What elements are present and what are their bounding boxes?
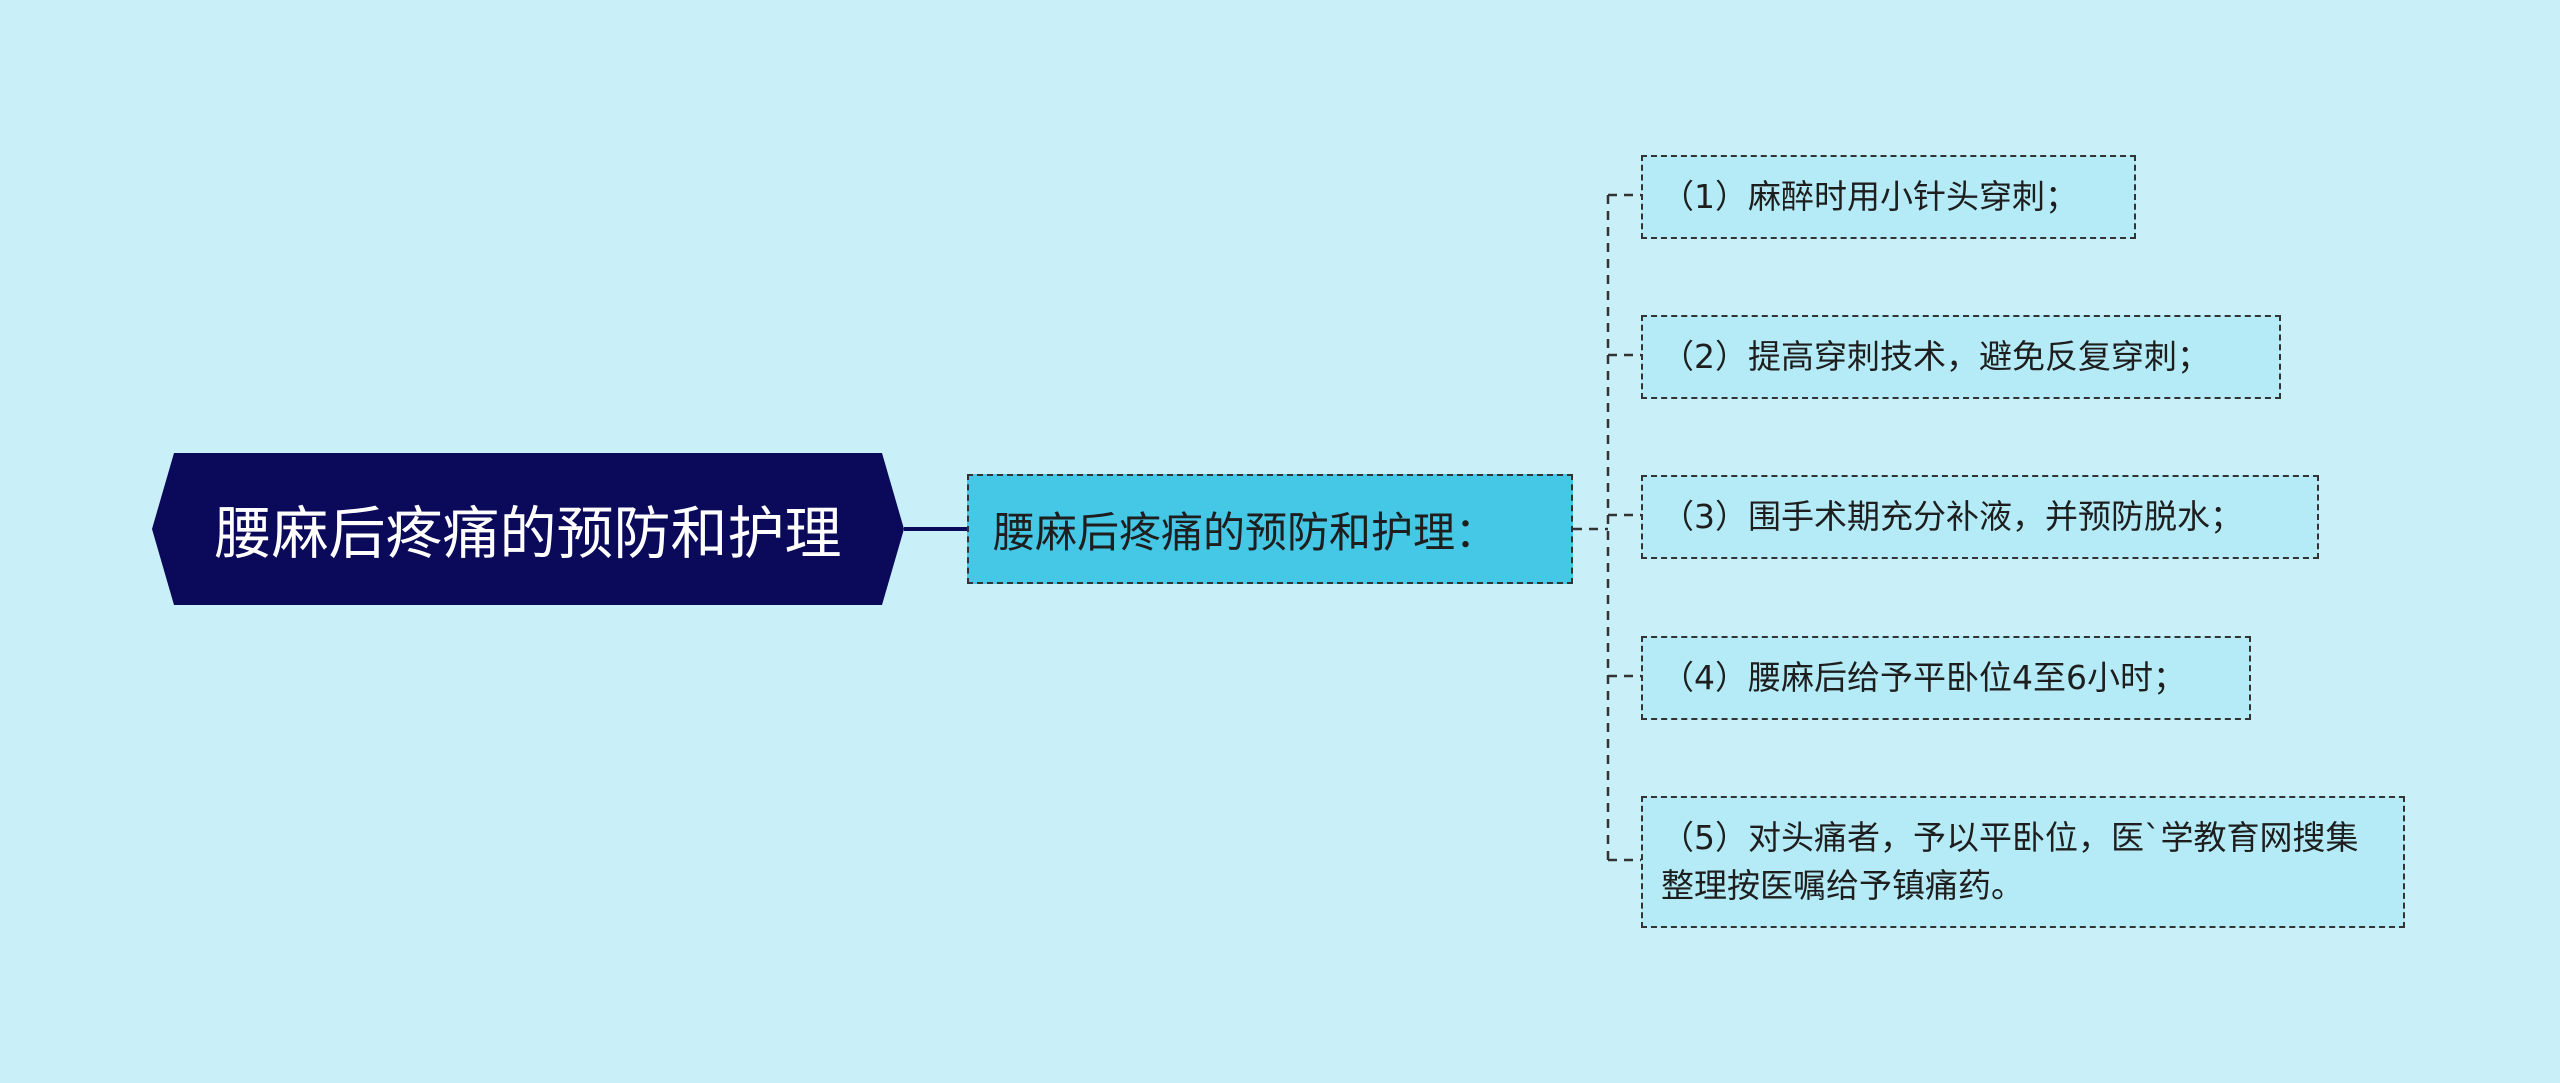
root-node-label: 腰麻后疼痛的预防和护理 xyxy=(214,501,842,567)
leaf-node-2[interactable]: （2）提高穿刺技术，避免反复穿刺； xyxy=(1641,315,2281,399)
leaf-node-1[interactable]: （1）麻醉时用小针头穿刺； xyxy=(1641,155,2136,239)
branch-node[interactable]: 腰麻后疼痛的预防和护理： xyxy=(967,474,1573,584)
leaf-node-label: （3）围手术期充分补液，并预防脱水； xyxy=(1661,497,2243,536)
leaf-node-label: （2）提高穿刺技术，避免反复穿刺； xyxy=(1661,337,2210,376)
leaf-node-5[interactable]: （5）对头痛者，予以平卧位，医`学教育网搜集整理按医嘱给予镇痛药。 xyxy=(1641,796,2405,928)
leaf-node-label: （4）腰麻后给予平卧位4至6小时； xyxy=(1661,658,2186,697)
leaf-node-4[interactable]: （4）腰麻后给予平卧位4至6小时； xyxy=(1641,636,2251,720)
branch-node-label: 腰麻后疼痛的预防和护理： xyxy=(993,507,1498,557)
leaf-node-label: （1）麻醉时用小针头穿刺； xyxy=(1661,177,2078,216)
root-node[interactable]: 腰麻后疼痛的预防和护理 xyxy=(152,453,904,605)
branch-to-leaves-connector xyxy=(1573,193,1641,862)
leaf-node-3[interactable]: （3）围手术期充分补液，并预防脱水； xyxy=(1641,475,2319,559)
leaf-node-label: （5）对头痛者，予以平卧位，医`学教育网搜集整理按医嘱给予镇痛药。 xyxy=(1661,818,2359,905)
